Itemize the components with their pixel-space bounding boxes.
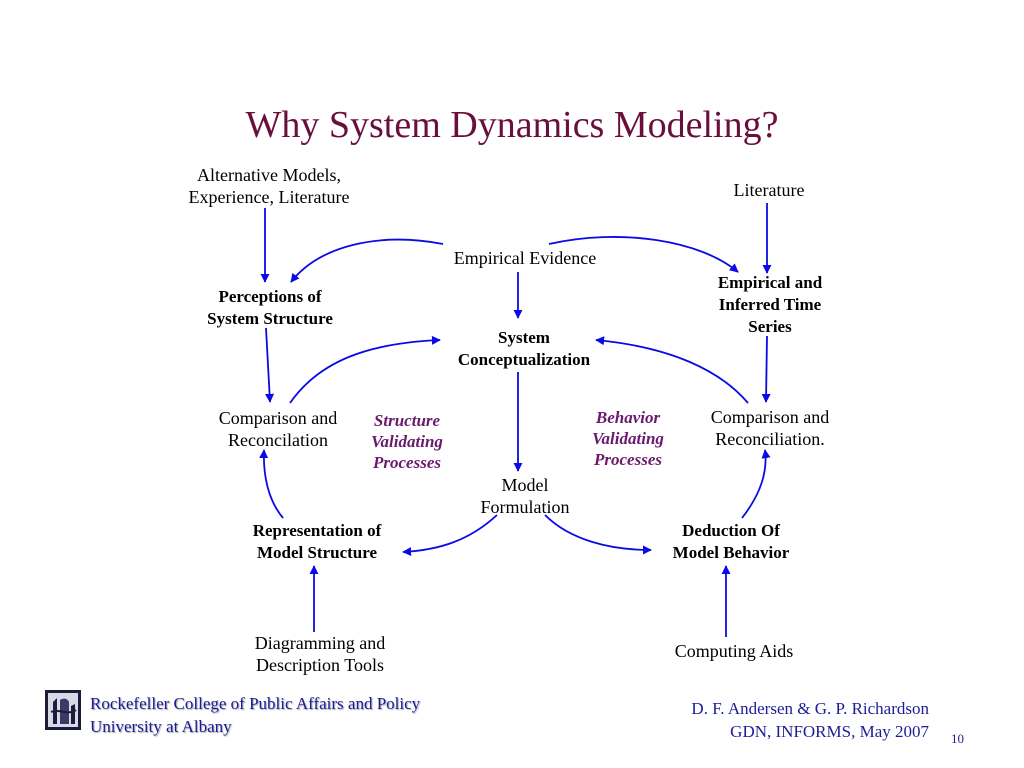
node-deduction-of-model-behavior: Deduction Of Model Behavior (672, 521, 790, 562)
node-diagramming-tools: Diagramming and Description Tools (254, 633, 386, 675)
node-computing-aids: Computing Aids (674, 641, 794, 661)
arrow-evidence-to-empirical (548, 236, 739, 273)
arrow-formulation-to-deduction (544, 514, 652, 555)
node-representation-of-model-structure: Representation of Model Structure (252, 521, 382, 562)
arrow-deduction-to-comparison (741, 449, 771, 519)
node-model-formulation: Model Formulation (480, 475, 570, 517)
node-comparison-right: Comparison and Reconciliation. (710, 407, 830, 449)
slide-title: Why System Dynamics Modeling? (245, 104, 779, 146)
node-comparison-left: Comparison and Reconcilation (218, 408, 338, 450)
arrow-comparison-right-to-concept (595, 336, 749, 404)
arrow-evidence-to-perceptions (290, 238, 444, 283)
arrow-representation-to-comparison (259, 449, 284, 519)
arrow-empirical-to-comparison (761, 335, 771, 403)
node-literature: Literature (733, 180, 805, 200)
node-alternative-models: Alternative Models, Experience, Literatu… (188, 165, 350, 207)
arrow-formulation-to-representation (402, 514, 498, 557)
node-empirical-inferred-time-series: Empirical and Inferred Time Series (717, 273, 823, 336)
page-number: 10 (951, 731, 964, 746)
behavior-validating-processes: Behavior Validating Processes (592, 408, 664, 469)
node-system-conceptualization: System Conceptualization (457, 328, 591, 369)
footer-institution: Rockefeller College of Public Affairs an… (90, 694, 421, 736)
structure-validating-processes: Structure Validating Processes (371, 411, 443, 472)
college-seal-icon (45, 690, 81, 730)
footer-authors: D. F. Andersen & G. P. Richardson GDN, I… (691, 699, 929, 741)
node-empirical-evidence: Empirical Evidence (453, 248, 597, 268)
node-perceptions-of-system-structure: Perceptions of System Structure (207, 287, 333, 328)
arrow-comparison-to-concept (289, 335, 441, 404)
arrow-perceptions-to-comparison (265, 327, 275, 403)
